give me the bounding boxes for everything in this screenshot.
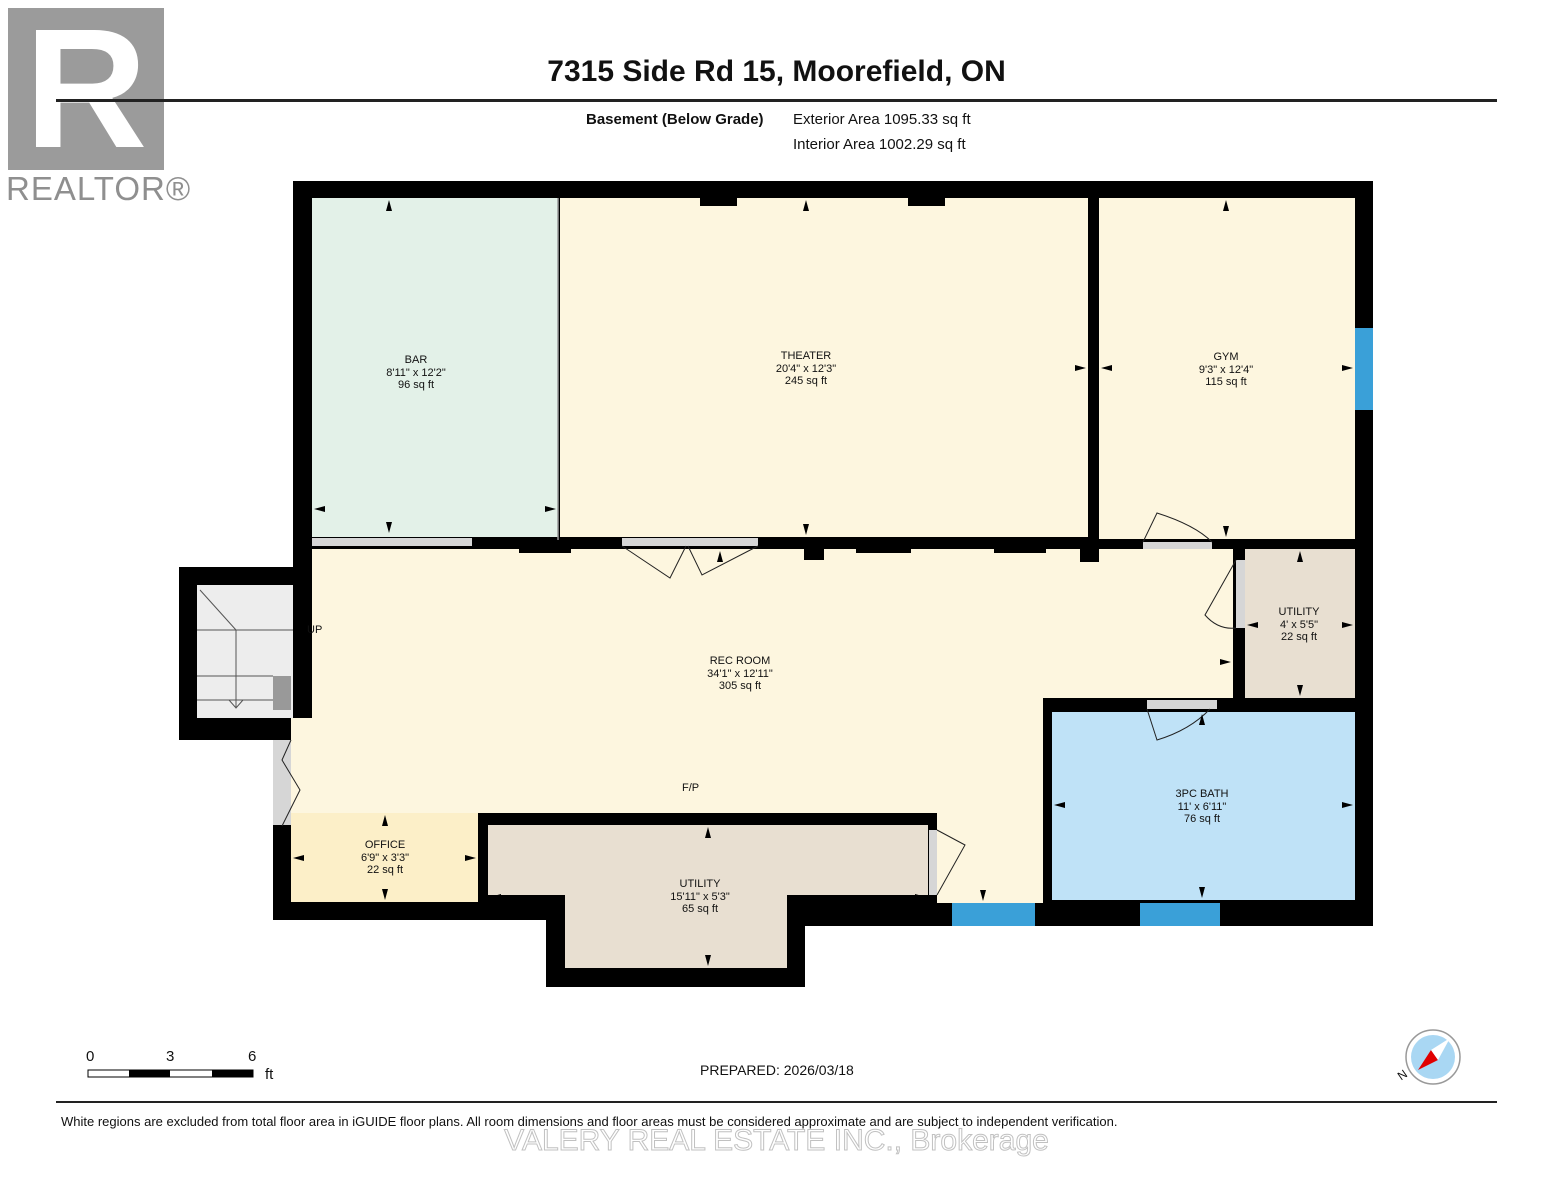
realtor-logo [8,8,164,170]
windows [952,328,1373,926]
room-fill-bath [1052,712,1355,900]
room-fill-gym [1099,198,1355,539]
prepared-date: PREPARED: 2026/03/18 [700,1062,854,1078]
stair-lines [197,589,293,709]
scale-tick-6: 6 [248,1048,257,1065]
watermark: VALERY REAL ESTATE INC., Brokerage [504,1124,1050,1158]
exterior-area: Exterior Area 1095.33 sq ft [793,111,971,128]
scale-unit: ft [265,1066,274,1083]
interior-area: Interior Area 1002.29 sq ft [793,136,966,153]
door-openings [273,538,1245,895]
door-swings [281,512,1237,896]
scale-bar [87,1069,254,1078]
room-fill-utility-large [488,825,928,968]
room-fill-utility-small [1245,549,1355,698]
fireplace-label: F/P [682,782,700,794]
realtor-logo-text: REALTOR® [6,170,192,207]
level-name: Basement (Below Grade) [586,111,764,128]
stair-post [273,676,291,710]
compass-icon [1405,1029,1461,1085]
room-fill-office [291,813,478,902]
dimension-arrows [293,200,1353,966]
footer-divider [56,1101,1497,1103]
room-fill-theater [560,198,1088,537]
room-fill-rec-room [291,549,1233,903]
realtor-logo-mark: R [24,0,148,184]
room-fill-bar [312,198,558,537]
scale-tick-3: 3 [166,1048,175,1065]
stairs-up-label: UP [307,624,323,636]
page-title: 7315 Side Rd 15, Moorefield, ON [547,55,1006,88]
disclaimer: White regions are excluded from total fl… [61,1114,1118,1129]
scale-tick-0: 0 [86,1048,95,1065]
header-divider [56,99,1497,102]
